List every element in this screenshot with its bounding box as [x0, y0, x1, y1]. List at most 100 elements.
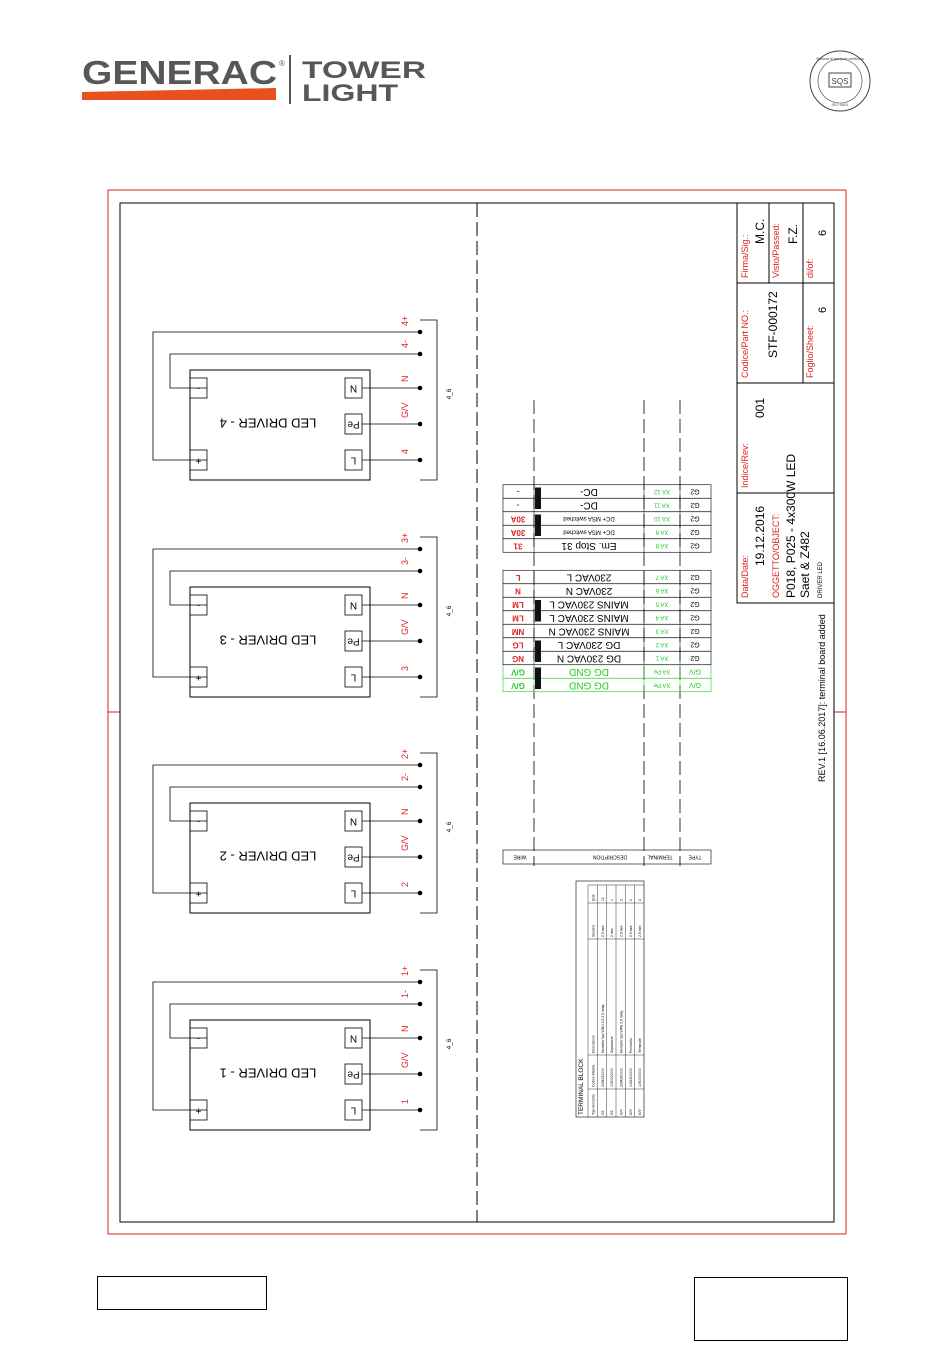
- terminal-id: XA 7: [655, 573, 668, 579]
- driver-pin-pe: Pe: [347, 418, 360, 429]
- jumper-bar: [535, 514, 541, 536]
- bom-cell: 1061200000: [629, 1068, 633, 1087]
- bom-header-cell: Descrizione: [592, 1035, 596, 1053]
- seal-text: Sistema di gestione certificato: [816, 57, 864, 61]
- terminal-type: G2: [690, 654, 699, 661]
- terminal-description: DC+ MSA switched: [563, 528, 615, 534]
- terminal-type: G2: [690, 641, 699, 648]
- wire-label: G/V: [400, 1052, 410, 1068]
- bom-cell: Morsetto tipo WDU 2.5 2.5 mmq: [601, 1004, 605, 1053]
- bom-cell: 2064160000: [620, 1068, 624, 1087]
- table-header-description: DESCRIPTION: [593, 854, 628, 860]
- bom-cell: Terminale: [638, 1038, 642, 1053]
- brand-registered: ®: [279, 59, 285, 68]
- wire-label: G/V: [400, 402, 410, 418]
- wire-label: 3-: [400, 557, 410, 565]
- indice-value: 001: [753, 398, 767, 418]
- wire-label: G/V: [400, 619, 410, 635]
- terminal-wire: LG: [512, 640, 523, 649]
- terminal-wire: LM: [512, 613, 524, 622]
- terminal-type: G2: [690, 528, 699, 535]
- terminal-description: MAINS 230VAC L: [549, 598, 629, 609]
- wire-label: N: [400, 376, 410, 383]
- jumper-bar: [535, 487, 541, 509]
- visto-label: Visto/Passed:: [771, 223, 781, 278]
- brand-name: GENERAC: [82, 54, 277, 91]
- cable-label: 4_6: [446, 605, 453, 616]
- wire-label: N: [400, 809, 410, 816]
- terminal-description: DG 230VAC L: [557, 639, 620, 650]
- cable-label: 4_6: [446, 821, 453, 832]
- bom-cell: G/V: [629, 1108, 633, 1115]
- terminal-id: XA 10: [653, 515, 670, 521]
- terminal-id: XA Pe: [653, 668, 670, 674]
- terminal-wire: -: [516, 501, 519, 510]
- cable-label: 4_6: [446, 388, 453, 399]
- terminal-wire: NM: [511, 627, 524, 636]
- foglio-value: 6: [817, 307, 829, 313]
- terminal-type: G2: [690, 542, 699, 549]
- driver-pin-l: L: [350, 671, 356, 682]
- bom-header-cell: Tipo morsetto: [592, 1094, 596, 1115]
- seal-mark: SQS: [832, 77, 849, 86]
- brand-swoosh: [82, 88, 276, 100]
- terminal-description: 230VAC N: [566, 585, 613, 596]
- terminal-id: XA 4: [655, 614, 668, 620]
- terminal-description: DC-: [580, 486, 598, 497]
- terminal-id: XA 5: [655, 600, 668, 606]
- oggetto-line1: P018, P025 - 4x300W LED: [784, 454, 798, 598]
- wire-label: 4+: [400, 316, 410, 326]
- wire-label: 1+: [400, 966, 410, 976]
- jumper-bar: [535, 600, 541, 622]
- driver-label: LED DRIVER - 4: [220, 416, 317, 431]
- terminal-description: DG GND: [569, 666, 609, 677]
- terminal-type: G2: [690, 587, 699, 594]
- wire-label: 2-: [400, 773, 410, 781]
- driver-pin-n: N: [350, 599, 357, 610]
- wire-label: 1: [400, 1099, 410, 1104]
- wire-label: 3: [400, 666, 410, 671]
- terminal-description: DG GND: [569, 679, 609, 690]
- bom-cell: 1: [610, 899, 614, 901]
- driver-pin-n: N: [350, 815, 357, 826]
- terminal-type: G/V: [689, 668, 701, 675]
- terminal-description: DC+ MSA switched: [563, 515, 615, 521]
- terminal-type: G2: [690, 573, 699, 580]
- wire-label: 2: [400, 882, 410, 887]
- wire-label: 3+: [400, 533, 410, 543]
- bom-cell: 2 mm: [610, 928, 614, 937]
- terminal-wire: -: [516, 487, 519, 496]
- wire-label: 1-: [400, 990, 410, 998]
- terminal-id: XA 6: [655, 587, 668, 593]
- bom-header-cell: Codice Weidm.: [592, 1064, 596, 1087]
- terminal-type: G2: [690, 501, 699, 508]
- seal-code: ISO 9001: [832, 102, 850, 107]
- oggetto-line3: DRIVER LED: [818, 561, 824, 598]
- driver-pin-pe: Pe: [347, 1068, 360, 1079]
- certification-seal: SQS ISO 9001 Sistema di gestione certifi…: [809, 50, 871, 112]
- bom-cell: 2.5 mm: [620, 926, 624, 937]
- bom-cell: 1050000000: [610, 1068, 614, 1087]
- bom-cell: G2: [601, 1110, 605, 1115]
- foglio-label: Foglio/Sheet:: [805, 325, 815, 378]
- generac-logo: GENERAC ® TOWER LIGHT: [82, 54, 426, 107]
- bom-cell: 2: [638, 899, 642, 901]
- terminal-block-title: TERMINAL BLOCK: [578, 1058, 585, 1115]
- driver-pin-pe: Pe: [347, 635, 360, 646]
- indice-label: Indice/Rev:: [740, 443, 750, 488]
- firma-label: Firma/Sig.:: [740, 234, 750, 278]
- data-label: Data/Date:: [740, 555, 750, 598]
- terminal-description: DC-: [580, 499, 598, 510]
